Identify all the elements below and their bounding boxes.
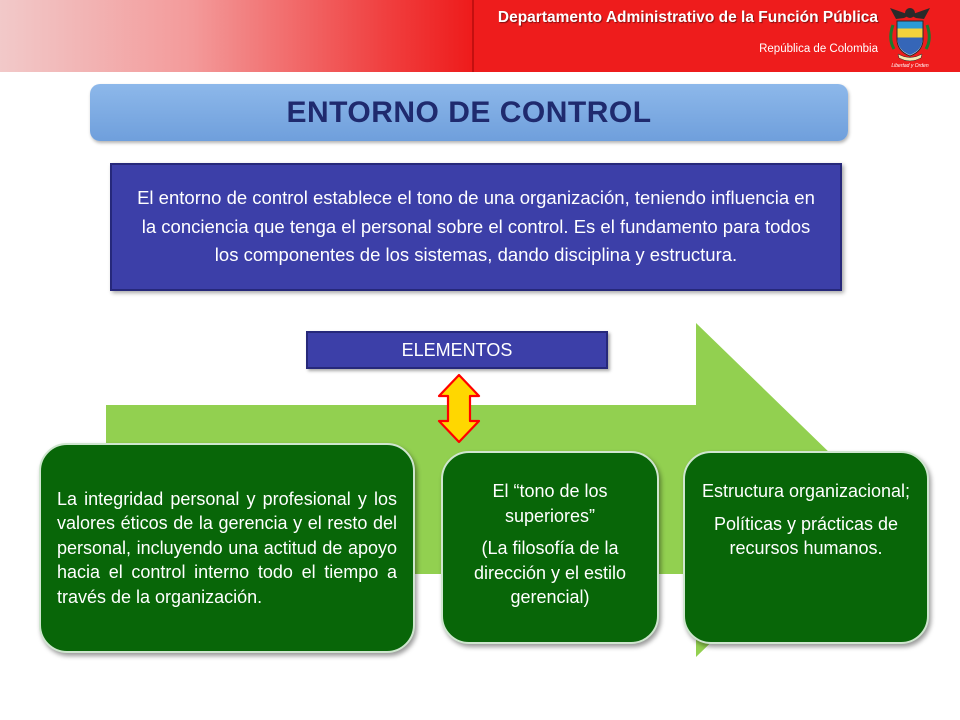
header-bar: Departamento Administrativo de la Funció… (0, 0, 960, 72)
element-card-integrity: La integridad personal y profesional y l… (39, 443, 415, 653)
elementos-label: ELEMENTOS (401, 339, 513, 360)
header-divider (472, 0, 474, 72)
header-title: Departamento Administrativo de la Funció… (497, 9, 878, 26)
elementos-label-box: ELEMENTOS (306, 331, 608, 369)
element-card-text: Políticas y prácticas de recursos humano… (713, 513, 899, 559)
colombia-coat-of-arms-icon: Libertad y Orden (884, 5, 936, 69)
description-box: El entorno de control establece el tono … (110, 163, 842, 291)
slide-title-bar: ENTORNO DE CONTROL (90, 84, 848, 141)
description-text: El entorno de control establece el tono … (137, 187, 815, 266)
double-headed-vertical-arrow-icon (437, 373, 481, 444)
element-card-heading: El “tono de los superiores” (492, 481, 608, 526)
element-card-text: La integridad personal y profesional y l… (57, 488, 397, 607)
slide-title: ENTORNO DE CONTROL (286, 95, 652, 129)
element-card-tone: El “tono de los superiores” (La filosofí… (441, 451, 659, 644)
header-subtitle: República de Colombia (759, 43, 878, 55)
crest-motto: Libertad y Orden (891, 63, 928, 69)
element-card-structure: Estructura organizacional; Políticas y p… (683, 451, 929, 644)
element-card-text: (La filosofía de la dirección y el estil… (473, 538, 627, 607)
element-card-heading: Estructura organizacional; (701, 481, 911, 501)
